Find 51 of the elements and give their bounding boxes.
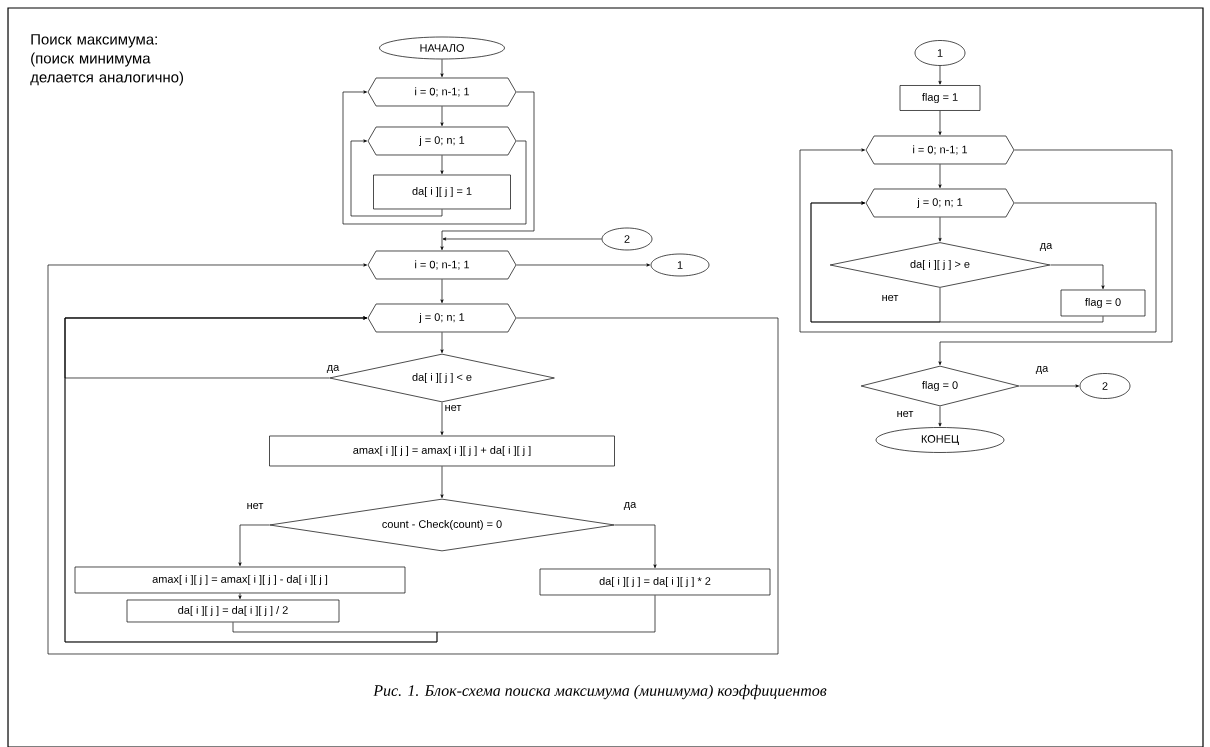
process-box: da[ i ][ j ] = 1 bbox=[373, 174, 511, 210]
heading-note: Поиск максимума: (поиск минимума делается аналогично) bbox=[30, 34, 184, 86]
arrow bbox=[440, 91, 535, 251]
loop-hexagon: j = 0; n; 1 bbox=[367, 303, 517, 333]
arrow bbox=[938, 149, 1173, 366]
arrow bbox=[442, 237, 602, 241]
terminal-oval: НАЧАЛО bbox=[379, 36, 505, 60]
edge-label: нет bbox=[245, 502, 265, 510]
arrow bbox=[342, 90, 527, 225]
arrow bbox=[810, 201, 1104, 323]
edge-label: да bbox=[622, 500, 638, 512]
loop-hexagon: i = 0; n-1; 1 bbox=[865, 135, 1015, 165]
loop-hexagon: i = 0; n-1; 1 bbox=[367, 250, 517, 280]
arrow bbox=[440, 59, 444, 78]
arrow bbox=[938, 110, 942, 136]
loop-hexagon: j = 0; n; 1 bbox=[865, 188, 1015, 218]
arrow bbox=[350, 139, 443, 217]
arrow bbox=[1050, 264, 1105, 290]
process-box: amax[ i ][ j ] = amax[ i ][ j ] - da[ i ][ j ] bbox=[74, 566, 406, 594]
terminal-oval: КОНЕЦ bbox=[875, 427, 1005, 453]
process-box: amax[ i ][ j ] = amax[ i ][ j ] + da[ i ][ j ] bbox=[269, 435, 615, 467]
arrow bbox=[440, 402, 444, 436]
edge-label: да bbox=[1034, 364, 1050, 376]
arrow bbox=[64, 316, 656, 643]
arrow bbox=[440, 155, 444, 175]
caption: Рис. 1. Блок-схема поиска максимума (минимума) коэффициентов bbox=[373, 684, 827, 700]
arrow bbox=[516, 263, 651, 267]
arrow bbox=[440, 332, 444, 354]
edge-label: нет bbox=[880, 294, 900, 302]
arrow bbox=[440, 466, 444, 499]
process-box: flag = 0 bbox=[1060, 289, 1146, 317]
arrow bbox=[238, 593, 242, 600]
arrow bbox=[938, 164, 942, 189]
arrow bbox=[47, 263, 779, 655]
process-box: flag = 1 bbox=[899, 85, 981, 111]
arrow bbox=[614, 524, 657, 569]
arrow bbox=[440, 106, 444, 127]
process-box: da[ i ][ j ] = da[ i ][ j ] / 2 bbox=[126, 599, 340, 623]
arrow bbox=[938, 65, 942, 85]
arrow bbox=[440, 279, 444, 304]
loop-hexagon: i = 0; n-1; 1 bbox=[367, 77, 517, 107]
arrow bbox=[938, 217, 942, 242]
arrow bbox=[238, 524, 270, 567]
arrow bbox=[799, 148, 1157, 333]
arrow bbox=[938, 406, 942, 427]
process-box: da[ i ][ j ] = da[ i ][ j ] * 2 bbox=[539, 568, 771, 596]
edge-label: нет bbox=[443, 404, 463, 412]
edge-label: да bbox=[1038, 241, 1054, 253]
edge-label: нет bbox=[895, 410, 915, 418]
arrow bbox=[1019, 384, 1080, 388]
loop-hexagon: j = 0; n; 1 bbox=[367, 126, 517, 156]
